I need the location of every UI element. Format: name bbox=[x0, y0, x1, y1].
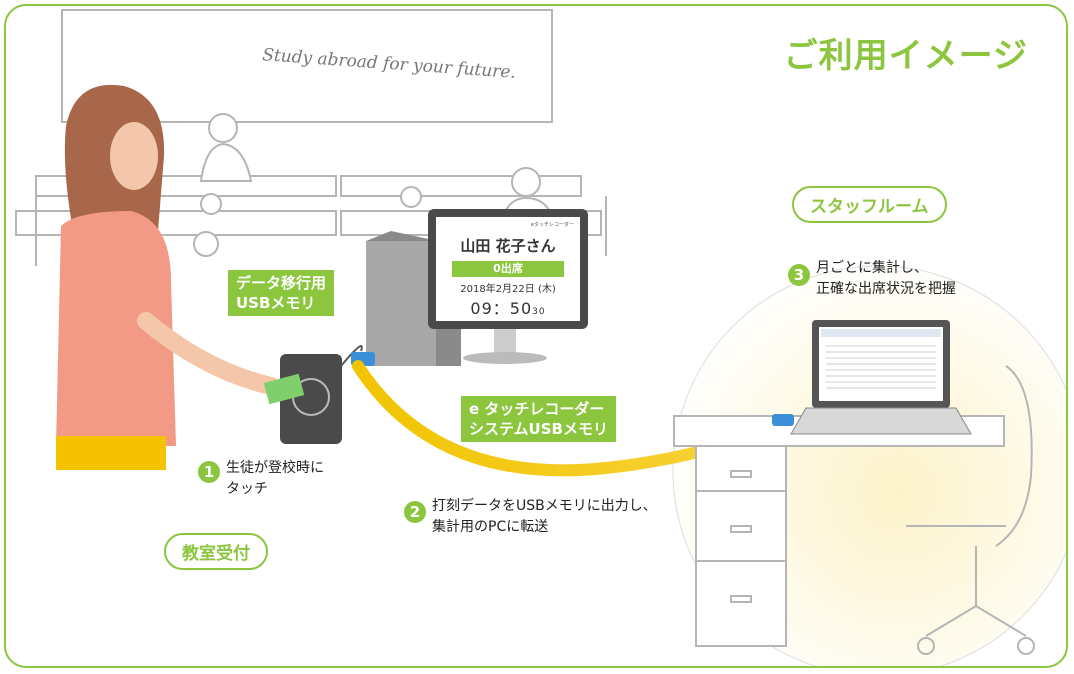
step-2-text: 打刻データをUSBメモリに出力し、 集計用のPCに転送 bbox=[432, 498, 657, 535]
ic-card-reader bbox=[263, 345, 363, 444]
zone-label-classroom: 教室受付 bbox=[164, 533, 268, 570]
step-1-number: 1 bbox=[198, 461, 220, 483]
step-2-number: 2 bbox=[404, 501, 426, 523]
attendance-time: 09：5030 bbox=[436, 295, 580, 319]
attendance-status: 0出席 bbox=[452, 261, 564, 277]
office-chair bbox=[906, 365, 1035, 655]
attendance-time-seconds: 30 bbox=[532, 307, 546, 317]
student-woman bbox=[56, 84, 280, 470]
monitor-stand bbox=[463, 324, 547, 364]
student-name: 山田 花子さん bbox=[460, 237, 556, 255]
monitor-screen: eタッチレコーダー 山田 花子さん 0出席 2018年2月22日 (木) 09：… bbox=[436, 217, 580, 321]
attendance-date: 2018年2月22日 (木) bbox=[460, 284, 556, 295]
page-title: ご利用イメージ bbox=[783, 36, 1028, 76]
image-frame: Study abroad for your future. ご利用イメージ スタ… bbox=[4, 4, 1068, 668]
step-1-text: 生徒が登校時に タッチ bbox=[226, 460, 324, 497]
attendance-time-hm: 09：50 bbox=[470, 299, 533, 318]
step-3-text: 月ごとに集計し、 正確な出席状況を把握 bbox=[816, 260, 956, 297]
students bbox=[199, 113, 553, 215]
zone-label-staff-room: スタッフルーム bbox=[792, 186, 947, 223]
scene-illustration bbox=[15, 9, 1066, 666]
data-usb-label: データ移行用 USBメモリ bbox=[228, 270, 335, 316]
system-usb-label: e タッチレコーダー システムUSBメモリ bbox=[461, 396, 616, 442]
laptop bbox=[772, 320, 972, 435]
recorder-logo: eタッチレコーダー bbox=[530, 222, 574, 228]
attendance-monitor: eタッチレコーダー 山田 花子さん 0出席 2018年2月22日 (木) 09：… bbox=[428, 209, 588, 329]
step-3-number: 3 bbox=[788, 264, 810, 286]
